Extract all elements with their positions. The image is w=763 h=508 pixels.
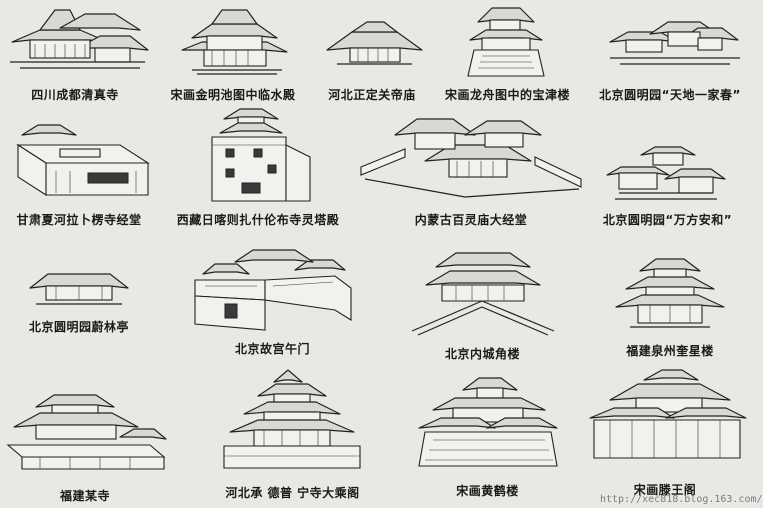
temple-hall-icon	[326, 21, 423, 65]
figure-hebei-chengde: 河北承 德普 宁寺大乘阁	[200, 368, 385, 508]
figure-caption: 北京圆明园“万方安和”	[602, 213, 733, 227]
figure-sichuan-mosque: 四川成都清真寺	[0, 0, 150, 105]
figure-caption: 内蒙古百灵庙大经堂	[414, 213, 528, 227]
figure-hebei-guandi: 河北正定关帝庙	[312, 0, 432, 105]
multi-tier-tower-icon	[615, 258, 725, 328]
figure-caption: 宋画龙舟图中的宝津楼	[444, 88, 570, 102]
pavilion-cluster-icon	[10, 9, 149, 69]
swastika-pavilion-icon	[606, 146, 726, 200]
figure-tibet-tashilhunpo: 西藏日喀则扎什伦布寺灵塔殿	[158, 105, 358, 230]
figure-caption: 北京圆明园蔚林亭	[28, 320, 129, 334]
figure-beijing-wumen: 北京故宫午门	[185, 240, 360, 365]
figure-yuanmingyuan-tiandi: 北京圆明园“天地一家春”	[590, 0, 750, 105]
figure-song-huanghe: 宋画黄鹤楼	[405, 370, 570, 508]
figure-caption: 福建某寺	[59, 489, 110, 503]
figure-caption: 宋画黄鹤楼	[456, 484, 519, 498]
figure-caption: 甘肃夏河拉卜楞寺经堂	[16, 213, 142, 227]
figure-caption: 西藏日喀则扎什伦布寺灵塔殿	[176, 213, 340, 227]
waterside-hall-icon	[181, 9, 288, 75]
figure-yuanmingyuan-weilin: 北京圆明园蔚林亭	[0, 262, 158, 342]
grand-hall-icon	[360, 118, 582, 198]
figure-gansu-labrang: 甘肃夏河拉卜楞寺经堂	[0, 115, 158, 230]
figure-inner-mongolia-wudangzhao: 内蒙古百灵庙大经堂	[355, 105, 587, 230]
figure-yuanmingyuan-wanfang: 北京圆明园“万方安和”	[585, 135, 750, 230]
watermark: http://xec818.blog.163.com/	[600, 494, 763, 505]
yellow-crane-tower-icon	[418, 377, 558, 467]
corner-tower-icon	[411, 252, 555, 336]
figure-caption: 四川成都清真寺	[31, 88, 119, 102]
courtyard-complex-icon	[609, 21, 740, 65]
figure-caption: 北京圆明园“天地一家春”	[599, 88, 741, 102]
meridian-gate-icon	[194, 249, 352, 331]
figure-caption: 北京内城角楼	[444, 347, 520, 361]
sutra-hall-icon	[16, 124, 150, 197]
figure-caption: 宋画金明池图中临水殿	[170, 88, 296, 102]
figure-caption: 北京故宫午门	[234, 342, 310, 356]
figure-fujian-temple: 福建某寺	[0, 385, 170, 508]
tower-gate-icon	[467, 7, 545, 77]
figure-song-tengwang: 宋画滕王阁	[580, 368, 750, 508]
figure-caption: 宋画滕王阁	[633, 483, 697, 497]
figure-song-baojin: 宋画龙舟图中的宝津楼	[430, 0, 585, 105]
figure-fujian-kuixing: 福建泉州奎星楼	[590, 255, 750, 365]
figure-beijing-jiaolou: 北京内城角楼	[400, 245, 565, 365]
figure-song-linshui: 宋画金明池图中临水殿	[152, 0, 314, 105]
small-pavilion-icon	[29, 273, 129, 305]
great-pavilion-icon	[223, 369, 361, 469]
figure-caption: 河北承 德普 宁寺大乘阁	[225, 486, 360, 500]
temple-complex-icon	[6, 394, 167, 470]
figure-caption: 河北正定关帝庙	[328, 88, 416, 102]
figure-caption: 福建泉州奎星楼	[626, 344, 714, 358]
tengwang-pavilion-icon	[589, 369, 747, 459]
stupa-hall-icon	[211, 108, 311, 202]
